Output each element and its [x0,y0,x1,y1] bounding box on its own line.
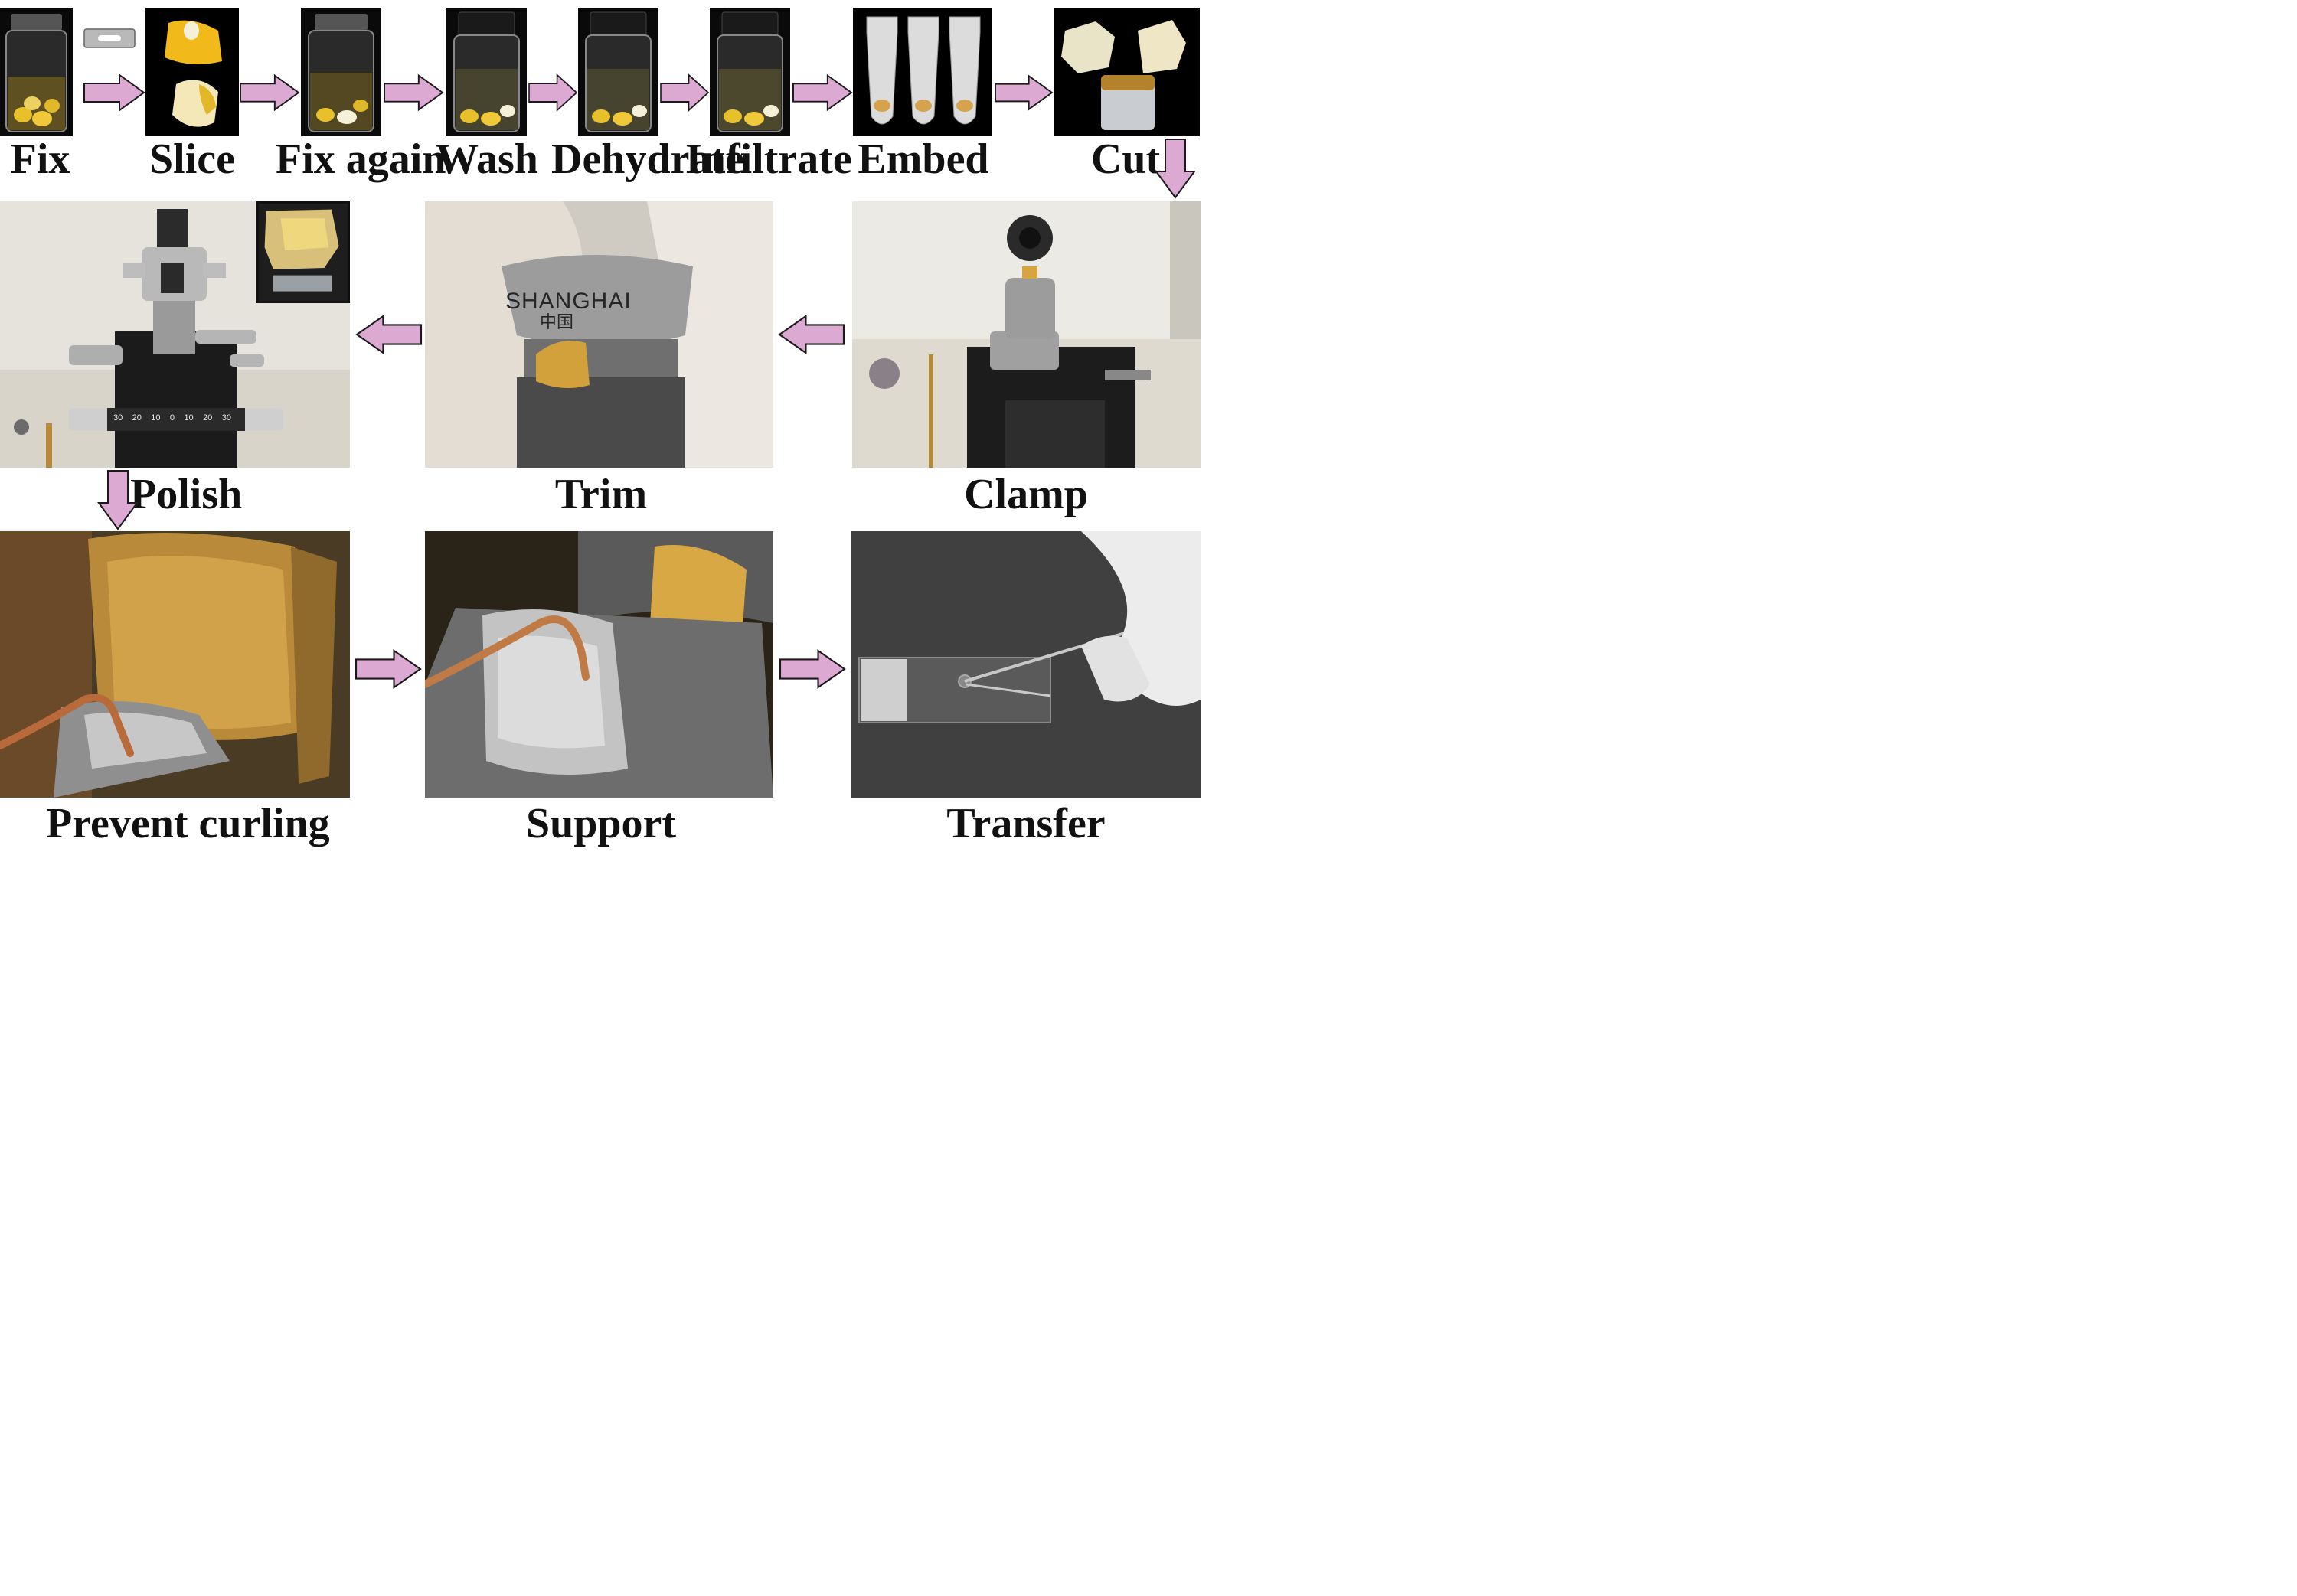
fix-again-photo [301,8,381,136]
step-label-fix-again: Fix again [276,135,446,183]
arrow-right [528,73,578,112]
scale-tick: 30 [113,413,123,423]
step-label-cut: Cut [1090,135,1161,183]
scale-tick: 30 [221,413,231,423]
trim-photo [425,201,773,468]
step-label-support: Support [525,800,677,847]
arrow-left [355,314,423,355]
arrow-right [355,648,422,690]
step-label-polish: Polish [130,471,243,518]
cut-photo [1054,8,1200,136]
arrow-right [384,73,444,112]
arrow-right [660,73,710,112]
blade-chars-text: 中国 [540,313,574,332]
arrow-right [995,74,1054,111]
arrow-right [779,648,846,690]
step-label-clamp: Clamp [964,471,1088,518]
step-label-slice: Slice [149,135,235,183]
arrow-right [240,73,300,112]
scale-tick: 20 [132,413,142,423]
prevent-curling-photo [0,531,350,798]
step-label-trim: Trim [554,471,648,518]
step-label-wash: Wash [436,135,538,183]
arrow-down [1155,139,1196,199]
step-label-dehydrate: Dehydrate [551,135,744,183]
step-label-transfer: Transfer [946,800,1106,847]
scale-tick: 0 [169,413,175,423]
scale-tick: 20 [203,413,213,423]
step-label-infiltrate: Infiltrate [685,135,852,183]
slice-photo [145,8,239,136]
blade-brand-text: SHANGHAI [505,289,632,314]
step-label-embed: Embed [858,135,989,183]
polish-inset-photo [256,201,350,303]
dehydrate-photo [578,8,658,136]
scale-tick: 10 [184,413,194,423]
support-photo [425,531,773,798]
razor-blade-icon [83,23,136,54]
clamp-photo [852,201,1201,468]
arrow-left [778,314,845,355]
arrow-right [792,73,853,112]
polish-scale: 30 20 10 0 10 20 30 [113,413,231,427]
scale-tick: 10 [151,413,161,423]
arrow-down [97,470,139,530]
infiltrate-photo [710,8,790,136]
transfer-photo [851,531,1201,798]
embed-photo [853,8,992,136]
arrow-right [83,73,145,112]
fix-photo [0,8,73,136]
wash-photo [446,8,527,136]
step-label-prevent-curling: Prevent curling [46,800,330,847]
step-label-fix: Fix [10,135,70,183]
